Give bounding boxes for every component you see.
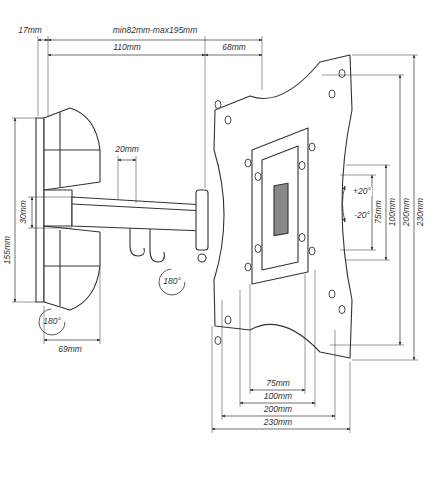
extension-line <box>28 197 72 198</box>
cable-hook <box>130 228 144 256</box>
dimension-label: +20° <box>352 187 372 196</box>
dimension-label: 30mm <box>19 199 28 225</box>
dimension-label: 100mm <box>388 197 397 227</box>
dimension-line <box>386 165 387 260</box>
plate-center <box>252 128 308 284</box>
dimension-line <box>205 55 262 56</box>
dimension-line <box>212 429 350 430</box>
wall-bracket-top <box>44 108 100 190</box>
mount-hole <box>255 173 261 181</box>
dimension-label: 110mm <box>112 43 142 52</box>
mount-hole <box>245 263 251 271</box>
dimension-label: -20° <box>353 211 371 220</box>
mount-hole <box>299 234 305 242</box>
mount-hole <box>215 101 221 109</box>
dimension-line <box>48 40 262 41</box>
dimension-label: 230mm <box>416 197 425 227</box>
extension-line <box>100 268 101 344</box>
extension-line <box>118 156 119 200</box>
extension-line <box>262 36 263 90</box>
mount-hole <box>245 159 251 167</box>
dimension-line <box>32 197 33 228</box>
extension-line <box>48 36 49 116</box>
extension-line <box>335 330 336 420</box>
extension-line <box>352 360 418 361</box>
extension-line <box>250 284 251 394</box>
dimension-label: 17mm <box>17 26 43 35</box>
dimension-label: 75mm <box>374 199 383 225</box>
mount-hole <box>329 290 335 298</box>
extension-line <box>340 250 376 251</box>
wall-hinge <box>44 190 72 226</box>
mount-hole <box>309 143 315 151</box>
mount-hole <box>309 247 315 255</box>
dimension-label: 180° <box>162 277 182 286</box>
extension-line <box>346 165 390 166</box>
dimension-label: min82mm-max195mm <box>112 26 199 35</box>
extension-line <box>340 175 376 176</box>
mount-hole <box>255 245 261 253</box>
dimension-line <box>250 390 305 391</box>
extension-line <box>240 290 241 407</box>
dimension-label: 68mm <box>221 43 247 52</box>
dimension-line <box>400 75 401 345</box>
extension-line <box>205 36 206 188</box>
dimension-label: 230mm <box>263 418 293 427</box>
extension-line <box>322 75 404 76</box>
cable-hook <box>150 229 164 262</box>
dimension-line <box>15 118 16 302</box>
mount-hole <box>329 90 335 98</box>
dimension-label: 155mm <box>3 235 12 265</box>
vesa-plate <box>214 55 352 358</box>
dimension-line <box>118 160 136 161</box>
dimension-line <box>240 403 315 404</box>
dimension-label: 20mm <box>114 145 140 154</box>
dimension-label: 200mm <box>402 197 411 227</box>
extension-line <box>352 55 418 56</box>
dimension-line <box>222 416 335 417</box>
dimension-line <box>48 55 205 56</box>
extension-line <box>28 228 72 229</box>
dimension-label: 200mm <box>263 405 293 414</box>
extension-line <box>346 260 390 261</box>
dimension-line <box>44 340 100 341</box>
mount-hole <box>339 306 345 314</box>
extension-line <box>212 326 213 433</box>
dimension-line <box>372 175 373 250</box>
dimension-line <box>414 55 415 360</box>
tilt-pivot <box>196 190 208 250</box>
mount-hole <box>225 116 231 124</box>
extension-line <box>330 345 404 346</box>
dimension-label: 180° <box>42 317 62 326</box>
swing-arm <box>72 197 205 231</box>
wall-bracket-bottom <box>44 226 100 310</box>
mount-hole <box>215 337 221 345</box>
dimension-label: 100mm <box>263 392 293 401</box>
extension-line <box>222 300 223 420</box>
mount-hole <box>339 70 345 78</box>
dimension-label: 75mm <box>265 379 291 388</box>
wall-plate <box>36 118 44 302</box>
dimension-line <box>38 40 48 41</box>
mount-hole <box>299 162 305 170</box>
extension-line <box>305 274 306 394</box>
extension-line <box>12 118 36 119</box>
extension-line <box>38 36 39 116</box>
extension-line <box>350 362 351 433</box>
dimension-label: 69mm <box>57 345 83 354</box>
extension-line <box>136 156 137 203</box>
extension-line <box>315 270 316 407</box>
extension-line <box>12 302 36 303</box>
mount-hole <box>225 316 231 324</box>
